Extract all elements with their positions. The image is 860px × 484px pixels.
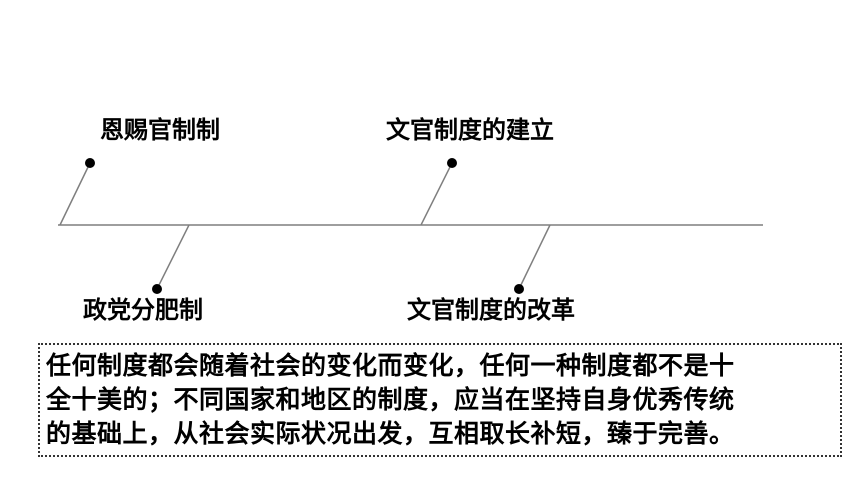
event-dot-en-ci-guan-zhi xyxy=(85,158,95,168)
branch-line-wen-guan-gai-ge xyxy=(518,224,551,290)
event-label-en-ci-guan-zhi: 恩赐官制制 xyxy=(100,116,220,144)
summary-line-3: 的基础上，从社会实际状况出发，互相取长补短，臻于完善。 xyxy=(46,419,735,448)
summary-line-2: 全十美的；不同国家和地区的制度，应当在坚持自身优秀传统 xyxy=(46,385,735,414)
event-dot-zheng-dang-fen-fei xyxy=(152,284,162,294)
branch-line-wen-guan-jian-li xyxy=(420,162,453,226)
event-label-wen-guan-jian-li: 文官制度的建立 xyxy=(386,116,554,144)
fishbone-timeline xyxy=(58,158,763,294)
branch-line-en-ci-guan-zhi xyxy=(59,162,91,226)
summary-line-1: 任何制度都会随着社会的变化而变化，任何一种制度都不是十 xyxy=(46,351,735,380)
event-dot-wen-guan-gai-ge xyxy=(514,284,524,294)
event-label-zheng-dang-fen-fei: 政党分肥制 xyxy=(83,296,203,324)
summary-text-box: 任何制度都会随着社会的变化而变化，任何一种制度都不是十 全十美的；不同国家和地区… xyxy=(38,343,842,457)
branch-line-zheng-dang-fen-fei xyxy=(156,224,190,290)
event-label-wen-guan-gai-ge: 文官制度的改革 xyxy=(407,296,575,324)
event-dot-wen-guan-jian-li xyxy=(447,158,457,168)
